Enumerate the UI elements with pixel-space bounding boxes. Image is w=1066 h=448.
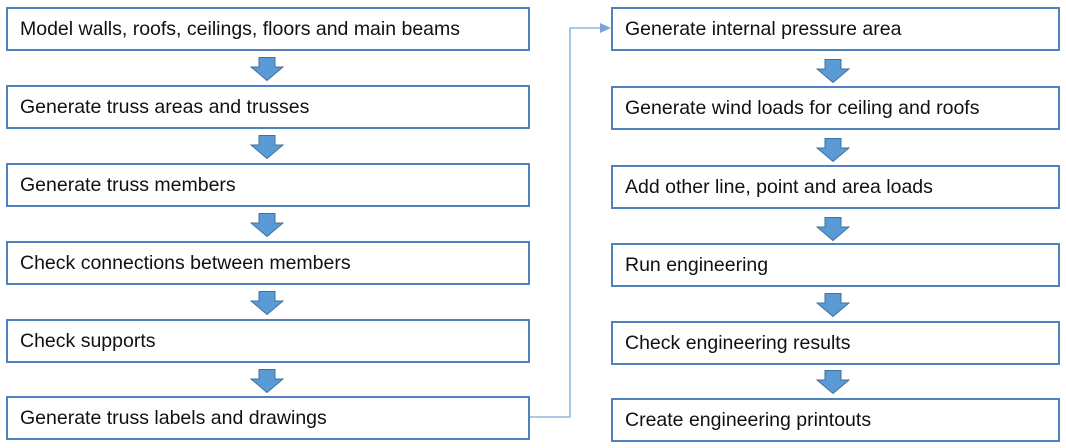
connector-arrowhead <box>600 23 611 33</box>
step-truss-areas: Generate truss areas and trusses <box>6 85 530 129</box>
down-arrow-icon <box>250 57 284 81</box>
down-arrow-icon <box>816 293 850 317</box>
step-run-engineering: Run engineering <box>611 243 1060 287</box>
step-printouts: Create engineering printouts <box>611 398 1060 442</box>
down-arrow-icon <box>816 370 850 394</box>
step-other-loads: Add other line, point and area loads <box>611 165 1060 209</box>
step-model-structure: Model walls, roofs, ceilings, floors and… <box>6 7 530 51</box>
down-arrow-icon <box>816 217 850 241</box>
down-arrow-icon <box>250 213 284 237</box>
down-arrow-icon <box>250 369 284 393</box>
down-arrow-icon <box>250 291 284 315</box>
down-arrow-icon <box>250 135 284 159</box>
step-check-supports: Check supports <box>6 319 530 363</box>
elbow-connector-arrow-icon <box>530 27 600 418</box>
down-arrow-icon <box>816 59 850 83</box>
step-truss-labels: Generate truss labels and drawings <box>6 396 530 440</box>
step-check-results: Check engineering results <box>611 321 1060 365</box>
step-internal-pressure: Generate internal pressure area <box>611 7 1060 51</box>
step-wind-loads: Generate wind loads for ceiling and roof… <box>611 86 1060 130</box>
step-truss-members: Generate truss members <box>6 163 530 207</box>
step-check-connections: Check connections between members <box>6 241 530 285</box>
down-arrow-icon <box>816 138 850 162</box>
